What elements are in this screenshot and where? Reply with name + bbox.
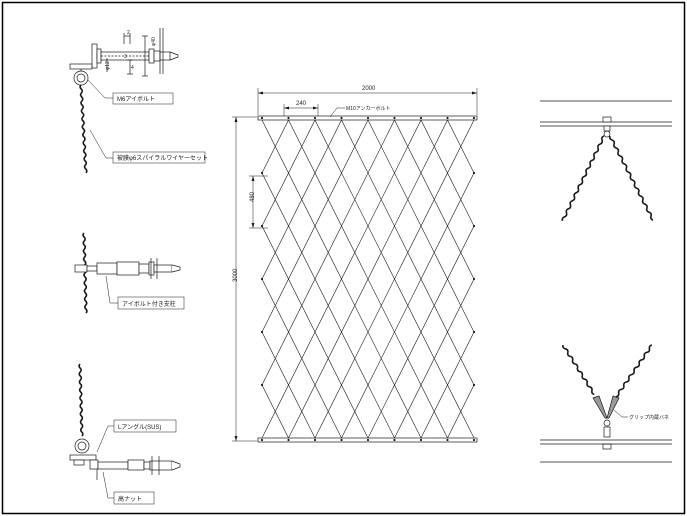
label-l-angle: Lアングル(SUS): [118, 423, 161, 431]
v-wire-top-left: [561, 135, 605, 222]
label-spiral-wire: 被膜φ6スパイラルワイヤーセット: [117, 154, 208, 162]
anchor-point: [419, 116, 423, 120]
detail-l-angle: [69, 438, 181, 480]
side-anchor-point: [472, 224, 476, 228]
label-eyebolt: M6アイボルト: [117, 95, 155, 103]
anchor-point: [260, 438, 264, 442]
side-anchor-point: [260, 171, 264, 175]
detail-grip-bottom: [540, 395, 672, 463]
dim-pitch-vertical: 480: [250, 191, 256, 202]
anchor-point: [260, 116, 264, 120]
dim-phi12: φ12: [105, 61, 111, 70]
mesh-elevation: [232, 88, 478, 443]
dim-phi40: φ40: [151, 37, 157, 46]
label-anchor-bolt: M10アンカーボルト: [346, 105, 391, 112]
anchor-point: [340, 438, 343, 442]
anchor-point: [287, 116, 290, 120]
v-wire-top-right: [608, 135, 654, 221]
anchor-point: [446, 438, 449, 442]
detail-eyebolt-post: [74, 258, 181, 279]
anchor-point: [472, 116, 476, 120]
anchor-point: [419, 438, 423, 442]
label-grip-spring: グリップ内蔵バネ: [629, 414, 669, 421]
v-wire-bottom-left: [562, 344, 595, 396]
label-high-nut: 高ナット: [118, 495, 142, 503]
side-anchor-point: [472, 330, 476, 334]
dim-2: 2: [127, 30, 130, 36]
anchor-point: [366, 116, 370, 120]
detail-top-eyebolt: [69, 28, 179, 86]
side-anchor-point: [472, 171, 476, 175]
side-anchor-point: [260, 224, 264, 228]
anchor-point: [472, 438, 476, 442]
label-eyebolt-post: アイボルト付き支柱: [122, 300, 176, 308]
anchor-point: [313, 438, 317, 442]
anchor-point: [393, 438, 396, 442]
anchor-point: [393, 116, 396, 120]
anchor-point: [287, 438, 290, 442]
anchor-point: [366, 438, 370, 442]
side-anchor-point: [260, 330, 264, 334]
side-anchor-point: [260, 277, 264, 281]
dim-width-total: 2000: [362, 86, 376, 92]
dim-pitch-horizontal: 240: [296, 101, 307, 107]
dim-3: 3: [124, 54, 127, 60]
spiral-wire-middle: [82, 232, 88, 314]
detail-v-top: [540, 100, 672, 138]
side-anchor-point: [472, 277, 476, 281]
anchor-point: [313, 116, 317, 120]
dim-height-total: 3000: [233, 268, 239, 282]
spiral-wire-bottom: [78, 363, 84, 437]
side-anchor-point: [472, 383, 476, 387]
dim-4: 4: [131, 65, 134, 71]
anchor-point: [446, 116, 449, 120]
spiral-wire-top: [79, 84, 88, 174]
anchor-point: [340, 116, 343, 120]
side-anchor-point: [260, 383, 264, 387]
v-wire-bottom-right: [615, 344, 653, 398]
